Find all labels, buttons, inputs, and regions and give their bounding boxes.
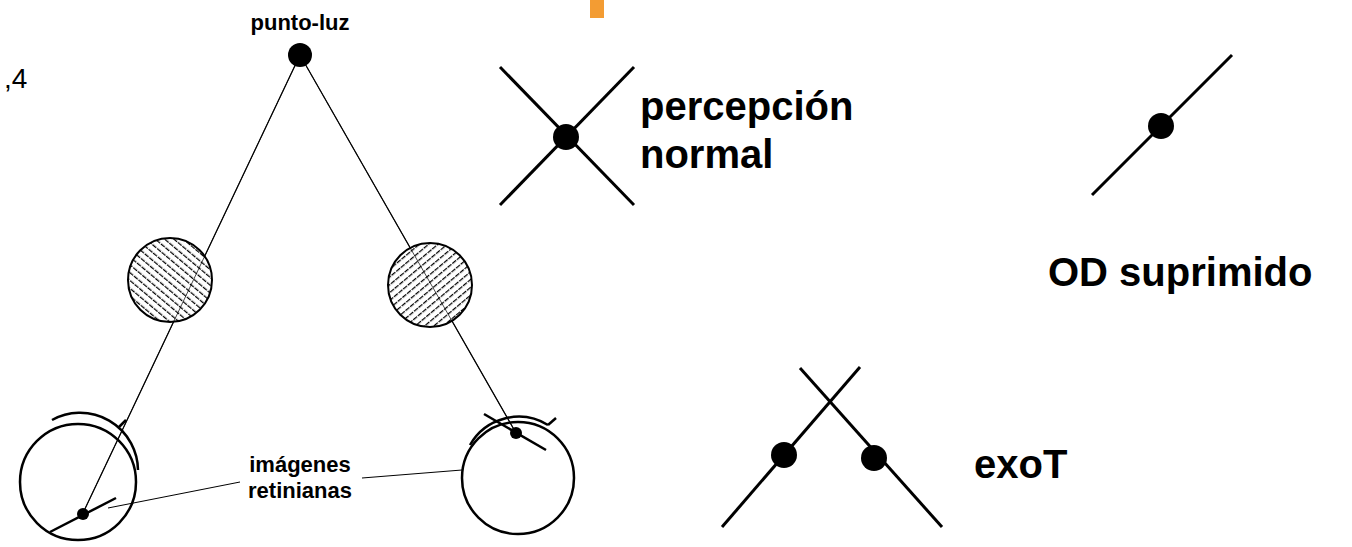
leader-line: [108, 482, 240, 508]
leader-line: [362, 470, 462, 478]
perception-symbol: [500, 67, 634, 205]
light-ray: [300, 55, 516, 433]
callout-number: ,4: [4, 62, 64, 96]
point-label: punto-luz: [220, 10, 380, 36]
filter-lens: [128, 238, 212, 322]
perception-symbol: [1092, 55, 1232, 195]
perception-label: OD suprimido: [1048, 248, 1348, 296]
retinal-image: [484, 414, 546, 450]
eye: [462, 417, 574, 534]
orange-mark: [590, 0, 604, 18]
retina-label: imágenes retinianas: [238, 452, 363, 505]
light-point: [288, 43, 312, 67]
perception-symbol: [800, 368, 942, 527]
perception-symbol: [500, 67, 634, 205]
perception-symbol: [722, 367, 860, 527]
perception-label: percepción normal: [640, 82, 890, 178]
eye: [20, 413, 138, 540]
perception-label: exoT: [974, 440, 1124, 488]
retinal-image: [50, 498, 116, 532]
filter-lens: [388, 243, 472, 327]
light-ray: [83, 55, 300, 513]
